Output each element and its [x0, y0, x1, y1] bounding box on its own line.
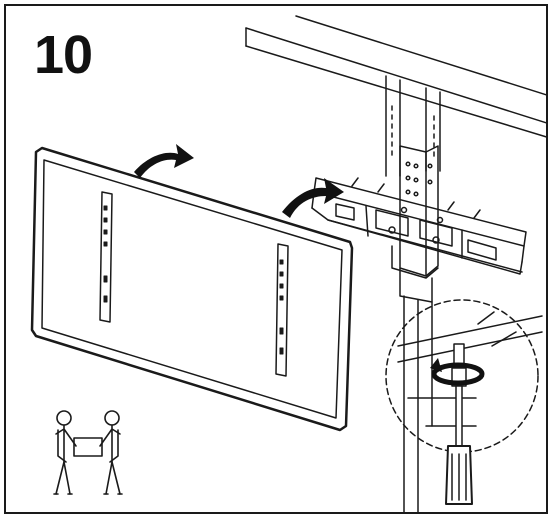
ceiling-shelf [245, 15, 546, 138]
mount-bracket [311, 177, 527, 275]
tv-screen [30, 146, 354, 432]
assembly-illustration [30, 15, 546, 512]
stand-column [385, 75, 441, 512]
rotation-arrow-icon [430, 358, 485, 386]
detail-magnifier [385, 299, 543, 453]
curved-arrow-icon [134, 144, 194, 178]
instruction-panel: 10 [4, 4, 548, 514]
curved-arrow-icon [282, 178, 344, 218]
two-people-carrying-icon [53, 410, 123, 495]
step-number: 10 [34, 25, 93, 85]
